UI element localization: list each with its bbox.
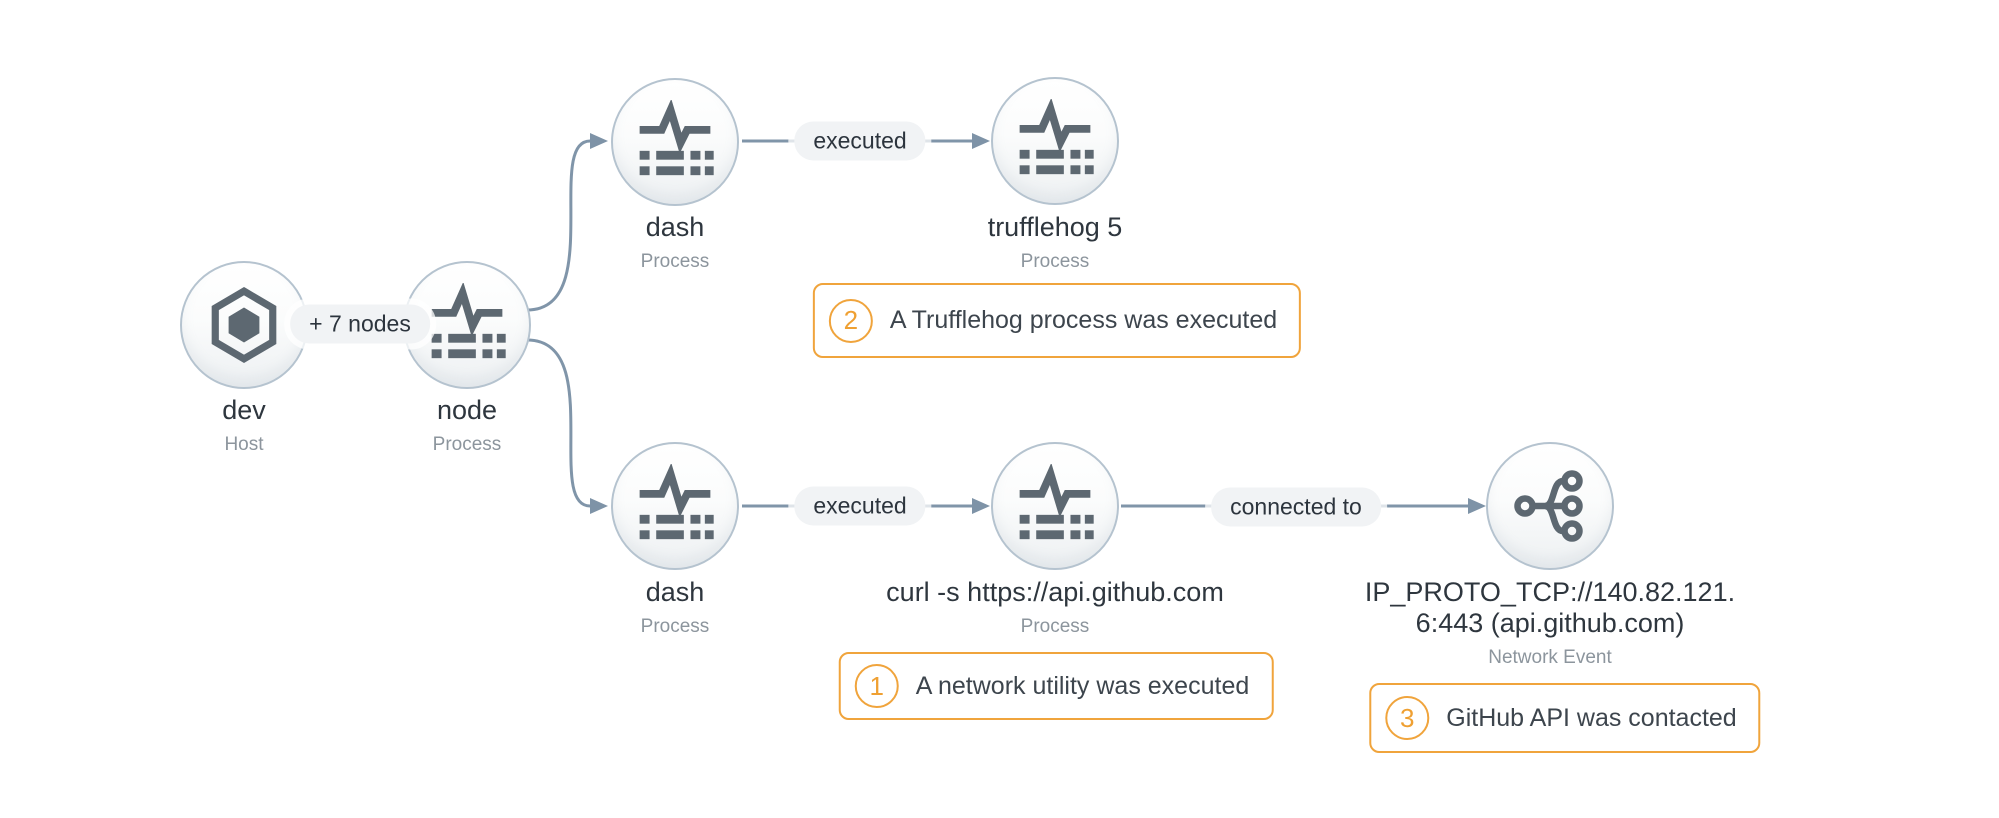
annotation-step-1: 1 A network utility was executed [838, 652, 1274, 720]
node-name: trufflehog 5 [987, 212, 1123, 242]
annotation-text: A network utility was executed [915, 671, 1250, 700]
node-name-line-1: IP_PROTO_TCP://140.82.121. [1364, 577, 1736, 607]
node-type: Process [1020, 251, 1090, 272]
node-name: dev [222, 395, 266, 425]
edge-node-dash-bottom [526, 338, 591, 508]
arrowhead-trufflehog [972, 133, 990, 149]
annotation-text: GitHub API was contacted [1446, 703, 1737, 732]
node-label-trufflehog: trufflehog 5 Process [815, 212, 1295, 273]
node-label-network-event: IP_PROTO_TCP://140.82.121. 6:443 (api.gi… [1310, 577, 1790, 669]
graph-node-network-event[interactable] [1486, 442, 1614, 570]
annotation-number-badge: 2 [828, 298, 873, 343]
annotation-number-badge: 1 [854, 664, 899, 708]
graph-node-dash-top[interactable] [611, 78, 739, 206]
graph-node-dash-bottom[interactable] [611, 442, 739, 570]
node-name: dash [645, 212, 705, 242]
process-pulse-icon [639, 100, 714, 176]
annotation-step-2: 2 A Trufflehog process was executed [812, 283, 1302, 358]
node-type: Process [432, 434, 502, 455]
arrowhead-network [1468, 498, 1486, 514]
process-pulse-icon [639, 464, 714, 540]
process-pulse-icon [431, 283, 506, 359]
graph-node-dev[interactable] [180, 261, 308, 389]
arrowhead-curl [972, 498, 990, 514]
node-label-dev: dev Host [4, 395, 484, 456]
node-type: Process [1020, 616, 1090, 637]
process-pulse-icon [1019, 99, 1094, 175]
node-type: Process [640, 251, 710, 272]
edge-label-connected-to: connected to [1211, 487, 1381, 527]
node-name-line-2: 6:443 (api.github.com) [1415, 608, 1685, 638]
node-name: dash [645, 577, 705, 607]
annotation-text: A Trufflehog process was executed [889, 306, 1278, 334]
node-type: Host [224, 434, 264, 455]
process-pulse-icon [1019, 464, 1094, 540]
annotation-step-3: 3 GitHub API was contacted [1369, 683, 1761, 753]
node-type: Network Event [1488, 647, 1612, 668]
arrowhead-dash-top [590, 133, 608, 149]
edge-label-executed-top: executed [794, 121, 926, 161]
node-label-dash-bottom: dash Process [435, 577, 915, 638]
node-name: node [436, 395, 498, 425]
annotation-number-badge: 3 [1385, 696, 1430, 740]
node-label-node: node Process [227, 395, 707, 456]
graph-node-curl[interactable] [991, 442, 1119, 570]
host-hexagon-icon [211, 286, 277, 364]
node-name: curl -s https://api.github.com [886, 577, 1224, 607]
arrowhead-dash-bottom [590, 498, 608, 514]
node-label-curl: curl -s https://api.github.com Process [815, 577, 1295, 638]
network-fanout-icon [1514, 470, 1583, 542]
edge-label-plus-7-nodes[interactable]: + 7 nodes [290, 304, 430, 344]
node-type: Process [640, 616, 710, 637]
graph-node-trufflehog[interactable] [991, 77, 1119, 205]
node-label-dash-top: dash Process [435, 212, 915, 273]
edge-label-executed-bottom: executed [794, 486, 926, 526]
edge-node-dash-top [526, 139, 591, 312]
